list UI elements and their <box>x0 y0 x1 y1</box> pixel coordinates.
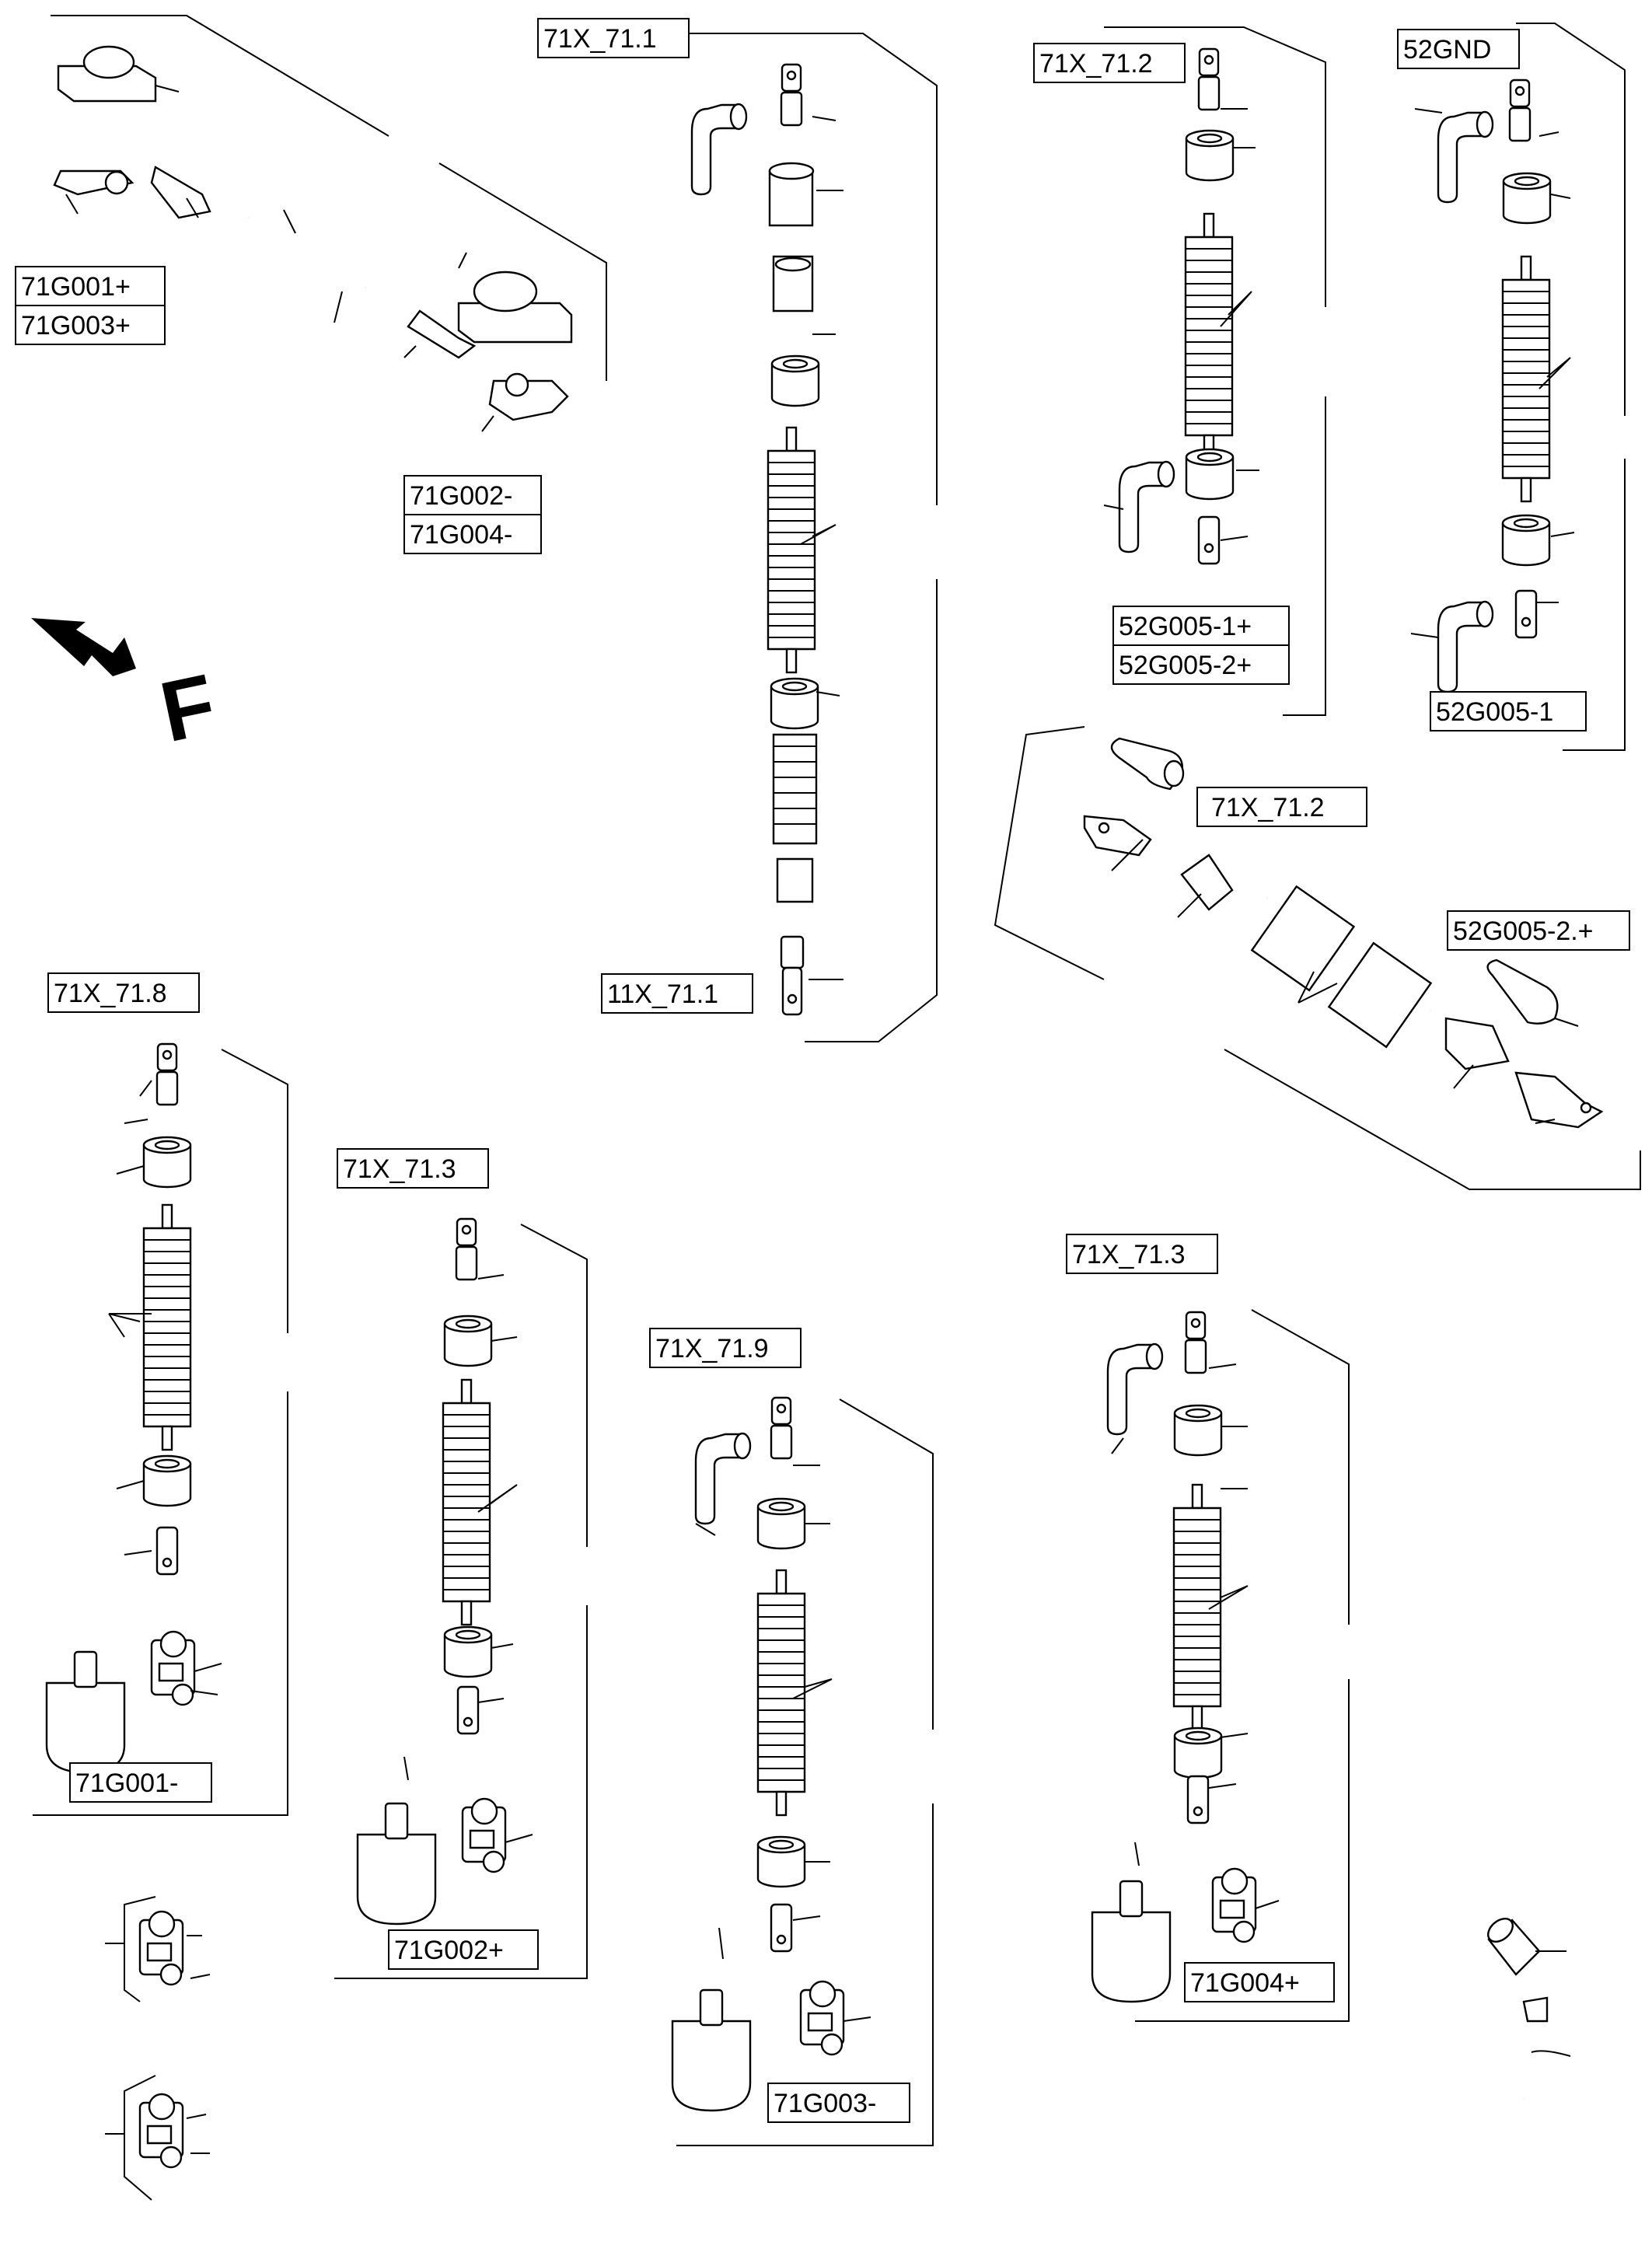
label-52g005-1-plus: 52G005-1+ <box>1112 606 1290 646</box>
small-clamp-lower <box>105 2075 210 2201</box>
svg-text:52G005-2.+: 52G005-2.+ <box>1453 917 1594 946</box>
svg-text:52G005-1: 52G005-1 <box>1436 697 1553 727</box>
svg-text:52GND: 52GND <box>1403 35 1491 65</box>
label-71g004-plus: 71G004+ <box>1184 1962 1335 2002</box>
assembly-71x-71-8 <box>33 1042 288 1816</box>
svg-text:71G002+: 71G002+ <box>394 1936 504 1965</box>
svg-text:71X_71.1: 71X_71.1 <box>543 24 657 54</box>
label-71g001-minus: 71G001- <box>69 1762 212 1803</box>
label-71g003-plus: 71G003+ <box>15 305 166 345</box>
label-52g005-2-dot-plus: 52G005-2.+ <box>1447 910 1630 951</box>
svg-text:71G001+: 71G001+ <box>21 272 131 302</box>
label-11x-71-1: 11X_71.1 <box>601 973 753 1014</box>
direction-arrow-icon <box>31 618 136 676</box>
label-71g003-minus: 71G003- <box>767 2083 910 2123</box>
label-71x-71-8: 71X_71.8 <box>47 972 200 1013</box>
label-71x-71-2-upper: 71X_71.2 <box>1033 43 1186 83</box>
svg-text:71X_71.3: 71X_71.3 <box>1072 1240 1186 1269</box>
svg-text:71X_71.9: 71X_71.9 <box>655 1334 769 1363</box>
assembly-52gnd <box>1410 23 1626 751</box>
top-left-assembly <box>51 15 607 432</box>
svg-text:71G003-: 71G003- <box>774 2089 876 2118</box>
assembly-71x-71-1 <box>684 33 938 1042</box>
label-71x-71-3-right: 71X_71.3 <box>1066 1234 1218 1274</box>
svg-text:71X_71.8: 71X_71.8 <box>54 979 167 1008</box>
label-71g002-plus: 71G002+ <box>388 1929 539 1970</box>
svg-text:71G003+: 71G003+ <box>21 311 131 340</box>
loose-sleeve <box>1487 1918 1566 1976</box>
svg-text:71X_71.3: 71X_71.3 <box>343 1154 456 1184</box>
cable-tie <box>1458 1996 1571 2108</box>
assembly-71x-71-2-horizontal <box>994 726 1641 1190</box>
label-71x-71-3-left: 71X_71.3 <box>337 1148 489 1189</box>
svg-text:71X_71.2: 71X_71.2 <box>1039 49 1153 79</box>
svg-text:52G005-2+: 52G005-2+ <box>1119 651 1252 680</box>
label-71x-71-9: 71X_71.9 <box>649 1328 802 1368</box>
label-52gnd: 52GND <box>1397 29 1520 69</box>
assembly-71x-71-3-left <box>334 1217 588 1979</box>
label-52g005-1: 52G005-1 <box>1430 691 1587 731</box>
svg-text:11X_71.1: 11X_71.1 <box>607 979 718 1009</box>
direction-marker: F <box>152 656 223 760</box>
svg-text:71G002-: 71G002- <box>410 481 512 511</box>
svg-text:52G005-1+: 52G005-1+ <box>1119 612 1252 641</box>
svg-text:71G004+: 71G004+ <box>1190 1968 1300 1998</box>
label-71g001-plus: 71G001+ <box>15 266 166 306</box>
label-71g002-minus: 71G002- <box>403 475 542 515</box>
label-71g004-minus: 71G004- <box>403 514 542 554</box>
label-52g005-2-plus: 52G005-2+ <box>1112 644 1290 685</box>
svg-text:71G004-: 71G004- <box>410 520 512 550</box>
label-71x-71-1: 71X_71.1 <box>537 18 690 58</box>
assembly-71x-71-2-upper <box>1103 26 1326 716</box>
svg-text:71G001-: 71G001- <box>75 1768 178 1798</box>
svg-text:71X_71.2: 71X_71.2 <box>1211 793 1325 822</box>
assembly-71x-71-9 <box>671 1396 934 2146</box>
label-71x-71-2-horizontal: 71X_71.2 <box>1196 787 1367 827</box>
assembly-71x-71-3-right <box>1091 1309 1350 2022</box>
small-clamp-upper <box>105 1896 211 2002</box>
